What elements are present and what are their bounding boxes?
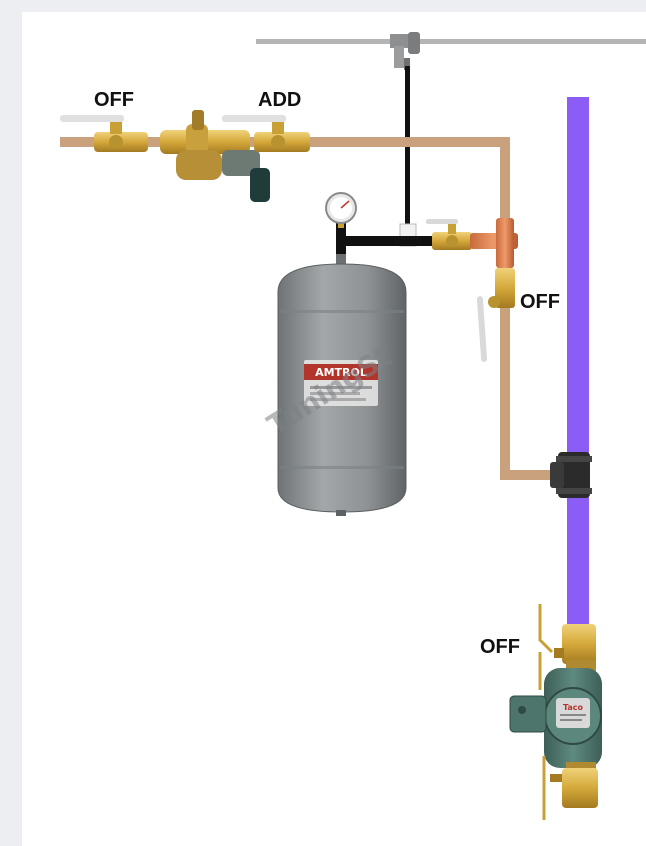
supply-ball-valve — [60, 115, 148, 152]
copper-tee — [470, 218, 518, 268]
label-supply-off: OFF — [94, 89, 134, 111]
overhead-joist — [256, 39, 646, 44]
iron-tee — [550, 452, 592, 498]
fill-line-ball-valve — [476, 268, 515, 362]
label-add: ADD — [258, 89, 301, 111]
upper-isolation-flange — [562, 624, 596, 664]
circulator-pump-assembly: Taco — [509, 604, 602, 820]
label-pump-off: OFF — [480, 636, 520, 658]
tank-ball-valve — [426, 219, 472, 250]
pressure-gauge — [325, 192, 357, 228]
pump-junction-box — [509, 695, 547, 733]
expansion-tank: AMTROL TuningSt — [262, 254, 407, 516]
tank-brand-band — [304, 364, 378, 380]
black-steel-pipe — [336, 222, 436, 260]
beam-clamp-hanger — [390, 32, 420, 70]
label-tee-off: OFF — [520, 291, 560, 313]
upper-flange-handle — [538, 604, 554, 654]
system-supply-pipe — [567, 97, 589, 637]
add-ball-valve — [222, 115, 310, 152]
lower-isolation-flange — [562, 768, 598, 808]
tank-brand-logo: AMTROL — [315, 366, 367, 379]
pressure-reducing-valve — [160, 110, 270, 202]
pump-brand-logo: Taco — [563, 703, 584, 712]
